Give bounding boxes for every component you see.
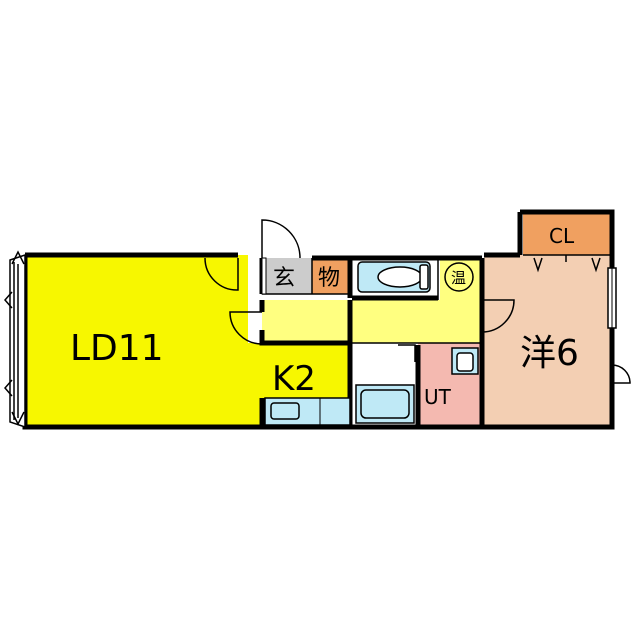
closet-doors <box>533 257 601 273</box>
room-western <box>484 255 610 425</box>
partitions <box>262 254 610 344</box>
room-label-water-heater: 温 <box>451 269 466 287</box>
door-western <box>481 299 515 333</box>
room-label-ld: LD11 <box>70 328 164 369</box>
window-ld-corners <box>4 250 25 426</box>
room-label-genkan: 玄 <box>273 266 295 291</box>
door-ld-hall <box>229 311 263 345</box>
room-label-ut: UT <box>424 385 452 409</box>
door-bath <box>398 344 416 362</box>
room-hallway <box>262 300 482 343</box>
door-ld-top <box>204 257 239 291</box>
toilet-icon <box>357 261 431 293</box>
room-label-k: K2 <box>272 359 316 399</box>
door-entrance <box>261 219 301 295</box>
bathtub-icon <box>355 384 415 424</box>
room-storage <box>312 258 348 294</box>
room-label-storage: 物 <box>318 266 340 291</box>
door-western-right <box>611 364 631 384</box>
kitchen-sink-icon <box>264 397 351 426</box>
window-western-right <box>607 267 617 329</box>
room-label-closet: CL <box>549 224 575 248</box>
washbasin-icon <box>451 347 479 375</box>
room-closet <box>523 212 610 255</box>
room-genkan <box>262 258 312 294</box>
water-heater-icon <box>444 262 474 292</box>
room-label-western: 洋6 <box>520 333 579 374</box>
window-ld-left <box>9 253 26 429</box>
